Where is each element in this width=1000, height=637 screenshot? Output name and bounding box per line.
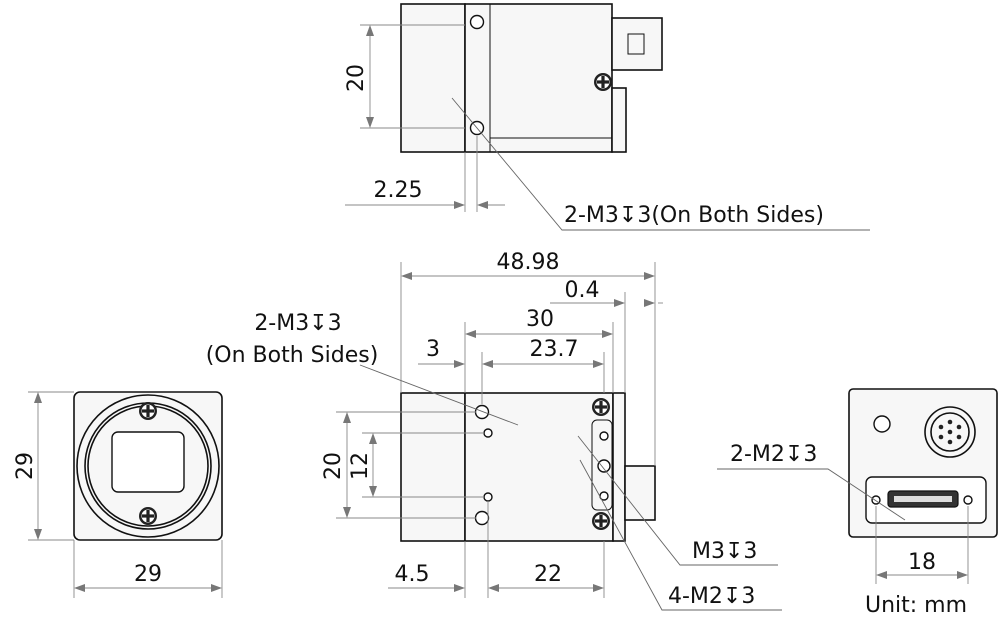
rear-view-callout-m2: 2-M2↧3 [730,442,817,467]
side-view-callout-m3: M3↧3 [692,539,757,564]
side-view-callout-m2: 4-M2↧3 [668,584,755,609]
top-view-rear-flange [611,87,627,153]
side-view-dim-22: 22 [534,562,562,587]
side-view-hole-upper [474,404,490,420]
side-view-dim-20: 20 [321,452,346,480]
rear-view-dim-18: 18 [908,550,936,575]
side-view: 48.98 0.4 30 23.7 3 2-M3↧3 (On Both Side… [206,250,782,611]
front-view-screw-icon-bottom [139,507,157,525]
side-view-connector-icon [624,465,656,521]
side-view-screw-icon-bottom [592,512,610,530]
front-view: 29 29 [13,391,223,598]
side-view-callout-line2: (On Both Sides) [206,343,379,368]
top-view-callout-side-holes: 2-M3↧3(On Both Sides) [564,203,824,228]
front-view-sensor [111,431,185,493]
top-view-dim-2-25: 2.25 [374,178,423,203]
top-view-dim-20: 20 [344,64,369,92]
top-view-connector-icon [611,17,663,71]
front-view-dim-height-29: 29 [13,452,38,480]
front-view-dim-width-29: 29 [134,562,162,587]
side-view-rear-flange [612,392,626,542]
side-view-dim-3: 3 [426,337,440,362]
front-view-mount-outer [76,394,220,538]
top-view-lens-mount [400,3,466,153]
side-view-dim-30: 30 [526,307,554,332]
side-view-dim-48-98: 48.98 [497,250,560,275]
side-view-dim-0-4: 0.4 [565,278,600,303]
top-view-screw-icon [594,73,612,91]
side-view-dim-23-7: 23.7 [530,337,579,362]
side-view-callout-line1: 2-M3↧3 [254,311,341,336]
rear-view-hole-right [963,495,973,505]
rear-view-led [873,415,891,433]
side-view-hole-lower [474,510,490,526]
rear-view-connector-icon [924,406,976,458]
side-view-dim-12: 12 [348,452,373,480]
top-view: 20 2.25 2-M3↧3(On Both Sides) [344,3,870,231]
side-view-dim-4-5: 4.5 [395,562,430,587]
top-view-hole-upper [469,14,485,30]
side-view-screw-icon-top [592,398,610,416]
side-view-lens-mount [400,392,466,542]
top-view-body [464,3,613,153]
rear-view: 2-M2↧3 18 Unit: mm [717,388,998,618]
unit-label: Unit: mm [865,593,967,618]
rear-view-connector-pins [938,419,962,445]
front-view-screw-icon-top [139,402,157,420]
